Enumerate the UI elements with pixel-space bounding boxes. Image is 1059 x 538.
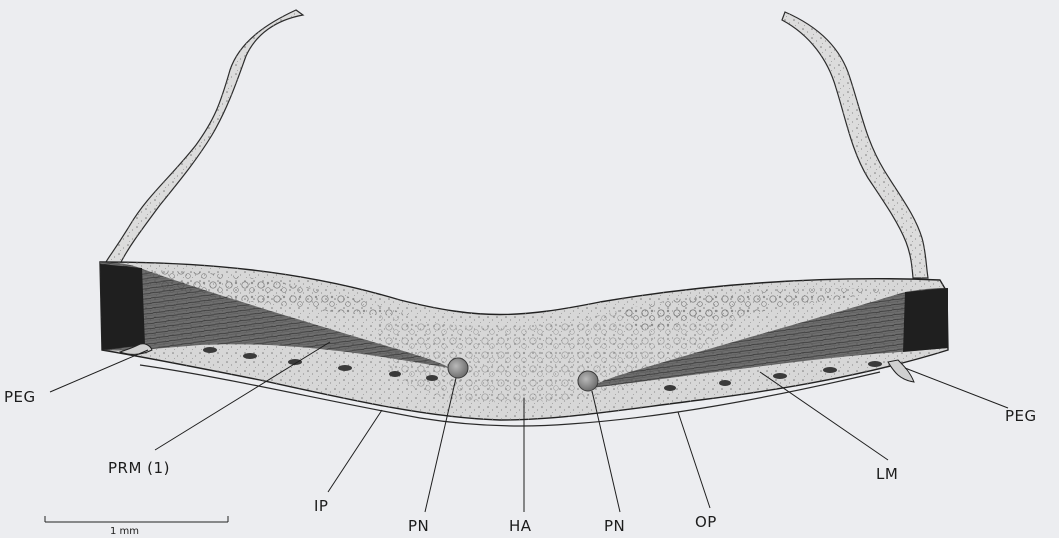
op-leader	[678, 412, 710, 508]
peg-left-leader	[50, 350, 148, 392]
label-ip: IP	[314, 497, 328, 515]
label-pn-left: PN	[408, 517, 429, 535]
label-ha: HA	[509, 517, 532, 535]
pn-right-mark	[578, 371, 598, 391]
scale-bar-label: 1 mm	[110, 526, 139, 537]
pn-left-mark	[448, 358, 468, 378]
label-pn-right: PN	[604, 517, 625, 535]
label-op: OP	[695, 513, 717, 531]
right-wall	[782, 12, 928, 278]
ip-leader	[328, 410, 382, 492]
peg-right-leader	[905, 368, 1008, 408]
label-lm: LM	[876, 465, 898, 483]
right-peg	[888, 360, 914, 382]
label-peg-left: PEG	[4, 388, 36, 406]
label-peg-right: PEG	[1005, 407, 1037, 425]
left-wall	[106, 10, 303, 264]
scale-bar: 1 mm	[45, 516, 228, 537]
label-prm: PRM (1)	[108, 459, 170, 477]
